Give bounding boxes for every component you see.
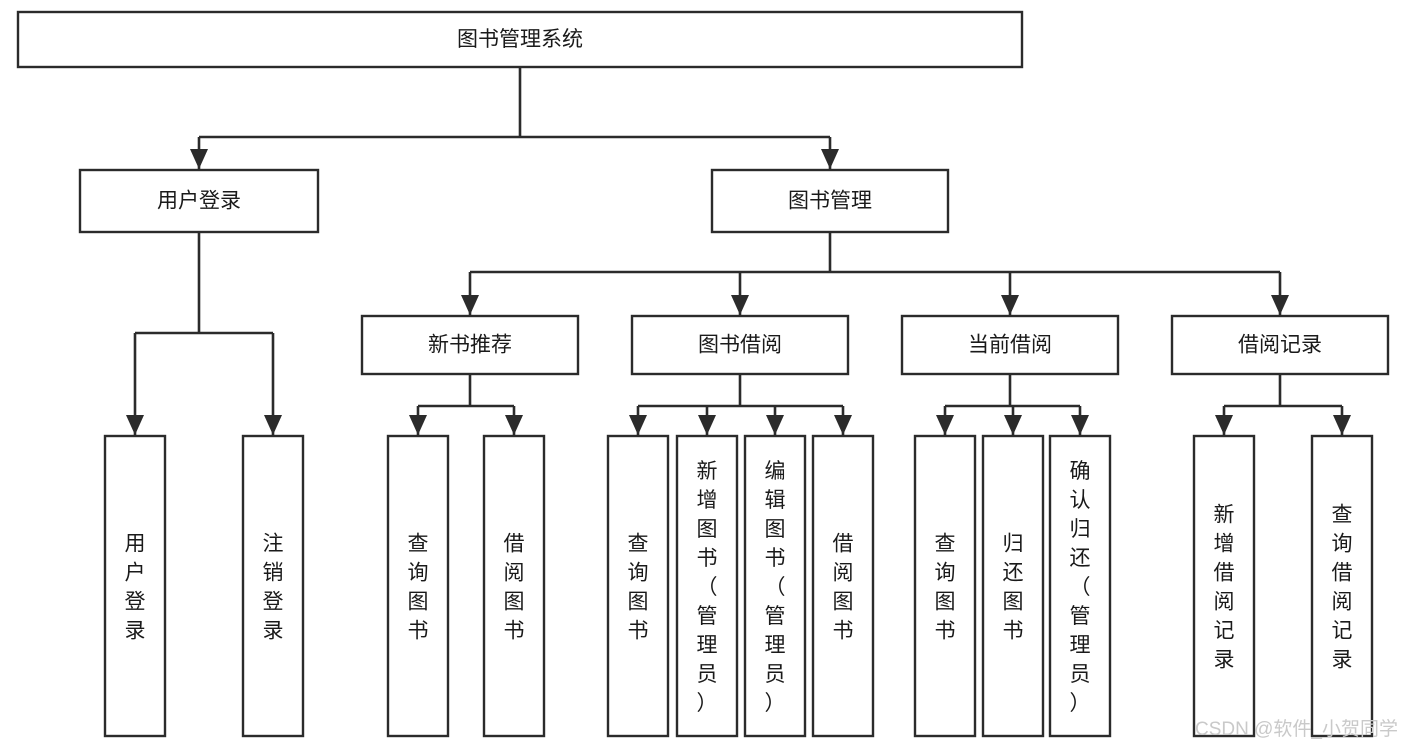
node-label-leaf-record-add-record: 新增借阅记录 [1214, 504, 1235, 672]
node-box-leaf-current-confirm-return [1048, 434, 1112, 738]
node-leaf-borrow-add-book[interactable]: 新增图书（管理员） [675, 434, 739, 738]
node-box-user-login [78, 168, 320, 234]
node-label-root: 图书管理系统 [457, 28, 583, 51]
node-box-leaf-user-logout [241, 434, 305, 738]
node-book-management[interactable]: 图书管理 [710, 168, 950, 234]
node-leaf-borrow-borrow-book[interactable]: 借阅图书 [811, 434, 875, 738]
root-to-level2-arrow-1 [821, 149, 839, 169]
node-box-leaf-record-add-record [1192, 434, 1256, 738]
node-leaf-user-logout[interactable]: 注销登录 [241, 434, 305, 738]
node-label-leaf-recommend-search-book: 查询图书 [408, 533, 429, 643]
node-label-leaf-borrow-edit-book: 编辑图书（管理员） [765, 460, 786, 715]
book-borrow-to-leaves-arrow-1 [698, 415, 716, 435]
node-label-book-borrow: 图书借阅 [698, 334, 782, 357]
node-box-leaf-current-search-book [913, 434, 977, 738]
node-label-leaf-current-search-book: 查询图书 [935, 533, 956, 643]
book-mgmt-to-level3-arrow-1 [731, 295, 749, 315]
node-leaf-recommend-search-book[interactable]: 查询图书 [386, 434, 450, 738]
book-mgmt-to-level3-arrow-3 [1271, 295, 1289, 315]
connector-layer [126, 67, 1351, 435]
book-borrow-to-leaves-arrow-2 [766, 415, 784, 435]
node-label-leaf-current-confirm-return: 确认归还（管理员） [1070, 460, 1091, 715]
node-new-book-recommend[interactable]: 新书推荐 [360, 314, 580, 376]
node-leaf-record-add-record[interactable]: 新增借阅记录 [1192, 434, 1256, 738]
node-layer: 图书管理系统用户登录图书管理新书推荐图书借阅当前借阅借阅记录用户登录注销登录查询… [16, 10, 1390, 738]
user-login-to-leaves-arrow-1 [264, 415, 282, 435]
node-leaf-borrow-search-book[interactable]: 查询图书 [606, 434, 670, 738]
book-mgmt-to-level3-arrow-2 [1001, 295, 1019, 315]
node-box-leaf-borrow-search-book [606, 434, 670, 738]
node-label-leaf-recommend-borrow-book: 借阅图书 [504, 533, 525, 643]
node-leaf-recommend-borrow-book[interactable]: 借阅图书 [482, 434, 546, 738]
current-borrow-to-leaves-arrow-1 [1004, 415, 1022, 435]
node-box-leaf-borrow-edit-book [743, 434, 807, 738]
node-box-book-borrow [630, 314, 850, 376]
node-label-book-management: 图书管理 [788, 190, 872, 213]
book-mgmt-to-level3-arrow-0 [461, 295, 479, 315]
node-box-leaf-user-login [103, 434, 167, 738]
node-label-leaf-record-search-record: 查询借阅记录 [1332, 504, 1353, 672]
node-label-borrow-record: 借阅记录 [1238, 334, 1322, 357]
book-borrow-to-leaves-arrow-3 [834, 415, 852, 435]
node-label-current-borrow: 当前借阅 [968, 334, 1052, 357]
node-borrow-record[interactable]: 借阅记录 [1170, 314, 1390, 376]
node-box-book-management [710, 168, 950, 234]
node-leaf-current-return-book[interactable]: 归还图书 [981, 434, 1045, 738]
node-root[interactable]: 图书管理系统 [16, 10, 1024, 69]
node-label-user-login: 用户登录 [157, 190, 241, 213]
book-borrow-to-leaves-arrow-0 [629, 415, 647, 435]
node-box-current-borrow [900, 314, 1120, 376]
node-leaf-record-search-record[interactable]: 查询借阅记录 [1310, 434, 1374, 738]
new-book-recommend-to-leaves-arrow-1 [505, 415, 523, 435]
node-label-leaf-borrow-search-book: 查询图书 [628, 533, 649, 643]
root-to-level2-arrow-0 [190, 149, 208, 169]
borrow-record-to-leaves-arrow-0 [1215, 415, 1233, 435]
node-label-new-book-recommend: 新书推荐 [428, 334, 512, 357]
node-box-leaf-recommend-borrow-book [482, 434, 546, 738]
node-label-leaf-borrow-add-book: 新增图书（管理员） [697, 460, 718, 715]
node-box-leaf-borrow-borrow-book [811, 434, 875, 738]
node-label-leaf-user-login: 用户登录 [125, 533, 146, 643]
current-borrow-to-leaves-arrow-2 [1071, 415, 1089, 435]
node-label-leaf-borrow-borrow-book: 借阅图书 [833, 533, 854, 643]
node-label-leaf-current-return-book: 归还图书 [1003, 533, 1024, 643]
borrow-record-to-leaves-arrow-1 [1333, 415, 1351, 435]
node-user-login[interactable]: 用户登录 [78, 168, 320, 234]
node-leaf-current-search-book[interactable]: 查询图书 [913, 434, 977, 738]
node-box-leaf-recommend-search-book [386, 434, 450, 738]
node-label-leaf-user-logout: 注销登录 [263, 533, 284, 643]
node-box-new-book-recommend [360, 314, 580, 376]
node-box-leaf-borrow-add-book [675, 434, 739, 738]
node-book-borrow[interactable]: 图书借阅 [630, 314, 850, 376]
csdn-watermark: CSDN @软件_小贺同学 [1195, 718, 1398, 740]
node-current-borrow[interactable]: 当前借阅 [900, 314, 1120, 376]
new-book-recommend-to-leaves-arrow-0 [409, 415, 427, 435]
node-box-leaf-current-return-book [981, 434, 1045, 738]
node-box-leaf-record-search-record [1310, 434, 1374, 738]
node-box-borrow-record [1170, 314, 1390, 376]
node-box-root [16, 10, 1024, 69]
node-leaf-user-login[interactable]: 用户登录 [103, 434, 167, 738]
node-leaf-borrow-edit-book[interactable]: 编辑图书（管理员） [743, 434, 807, 738]
node-leaf-current-confirm-return[interactable]: 确认归还（管理员） [1048, 434, 1112, 738]
current-borrow-to-leaves-arrow-0 [936, 415, 954, 435]
user-login-to-leaves-arrow-0 [126, 415, 144, 435]
